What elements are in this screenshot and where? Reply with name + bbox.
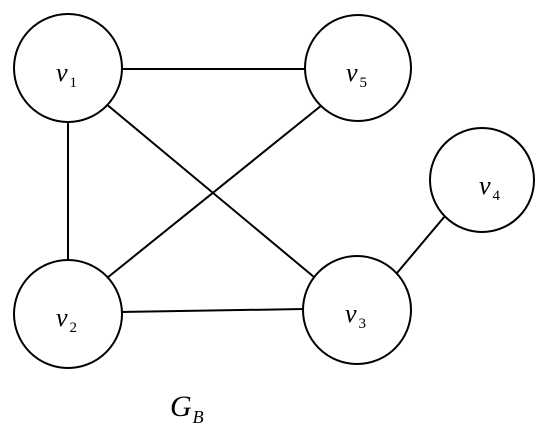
edges [67, 68, 446, 313]
graph-caption: GB [170, 390, 204, 427]
edge-v3-v4 [396, 215, 446, 274]
edge-v2-v3 [121, 308, 305, 313]
edge-v5-v2 [106, 104, 323, 279]
